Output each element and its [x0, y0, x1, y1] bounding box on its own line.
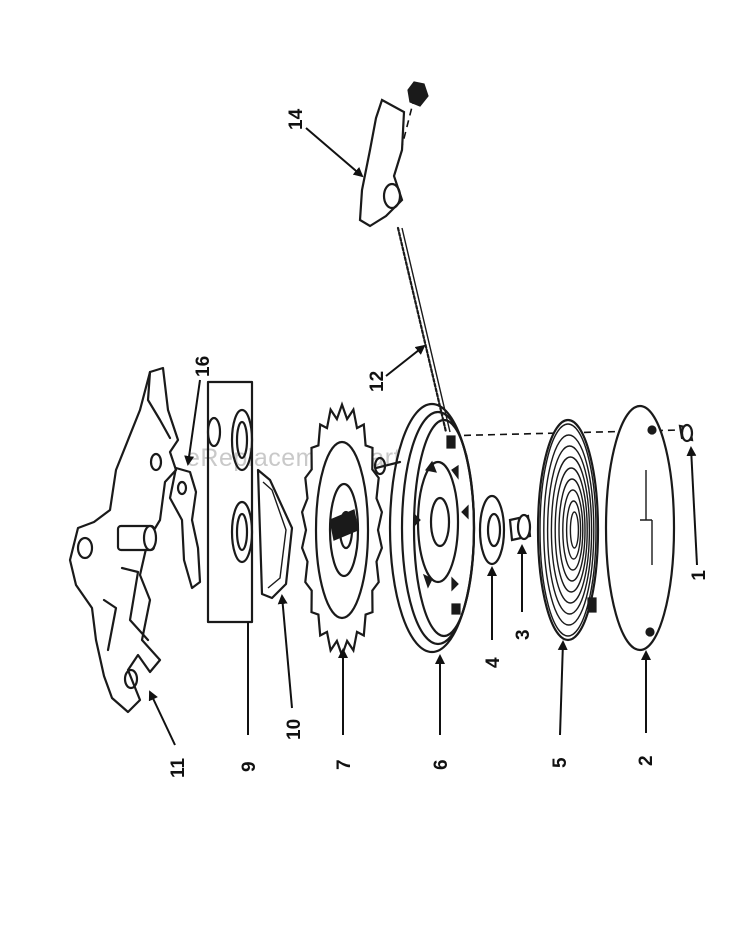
- part-7-gear: [300, 401, 384, 659]
- leader-line-12: [385, 344, 426, 377]
- callout-5: 5: [550, 757, 571, 768]
- callout-1: 1: [689, 570, 710, 581]
- spring-coil: [554, 467, 588, 593]
- callout-16: 16: [193, 356, 214, 377]
- spring-coil: [565, 500, 582, 560]
- part-16-link-arm: [168, 466, 202, 590]
- spring-coil: [550, 456, 591, 604]
- spring-coil: [543, 434, 595, 626]
- callout-3: 3: [513, 629, 534, 640]
- leader-line-5: [557, 640, 568, 736]
- spring-coil: [569, 511, 580, 549]
- leader-line-1: [686, 446, 698, 566]
- callout-10: 10: [284, 719, 305, 740]
- part-10-gasket: [256, 468, 294, 600]
- leader-line-16: [184, 379, 201, 466]
- callout-7: 7: [334, 759, 355, 770]
- part-14-handle: [358, 81, 429, 228]
- spring-coil: [562, 489, 584, 571]
- part-2-cover: [604, 404, 676, 652]
- callout-6: 6: [431, 759, 452, 770]
- callout-11: 11: [168, 757, 189, 778]
- part-4-retainer: [478, 494, 506, 566]
- spring-coil: [558, 478, 586, 582]
- spring-tab: [587, 597, 597, 613]
- leader-line-14: [305, 127, 364, 178]
- part-9-plate: [206, 380, 254, 624]
- leader-line-10: [277, 594, 293, 709]
- part-5-spring: [536, 418, 600, 642]
- part-11-bracket: [68, 366, 180, 714]
- callout-4: 4: [483, 657, 504, 668]
- callout-9: 9: [239, 761, 260, 772]
- spring-coil: [539, 423, 597, 637]
- callout-12: 12: [367, 371, 388, 392]
- callout-14: 14: [286, 108, 307, 130]
- gear-ring: [314, 440, 370, 620]
- spring-coil: [546, 445, 593, 615]
- leader-line-11: [148, 690, 176, 746]
- gear-hub: [329, 509, 359, 541]
- part-1-screw: [678, 423, 694, 443]
- part-6-pulley: [373, 402, 476, 654]
- part-3-screw: [508, 513, 532, 542]
- part-12-rope: [396, 226, 451, 434]
- callout-2: 2: [636, 755, 657, 766]
